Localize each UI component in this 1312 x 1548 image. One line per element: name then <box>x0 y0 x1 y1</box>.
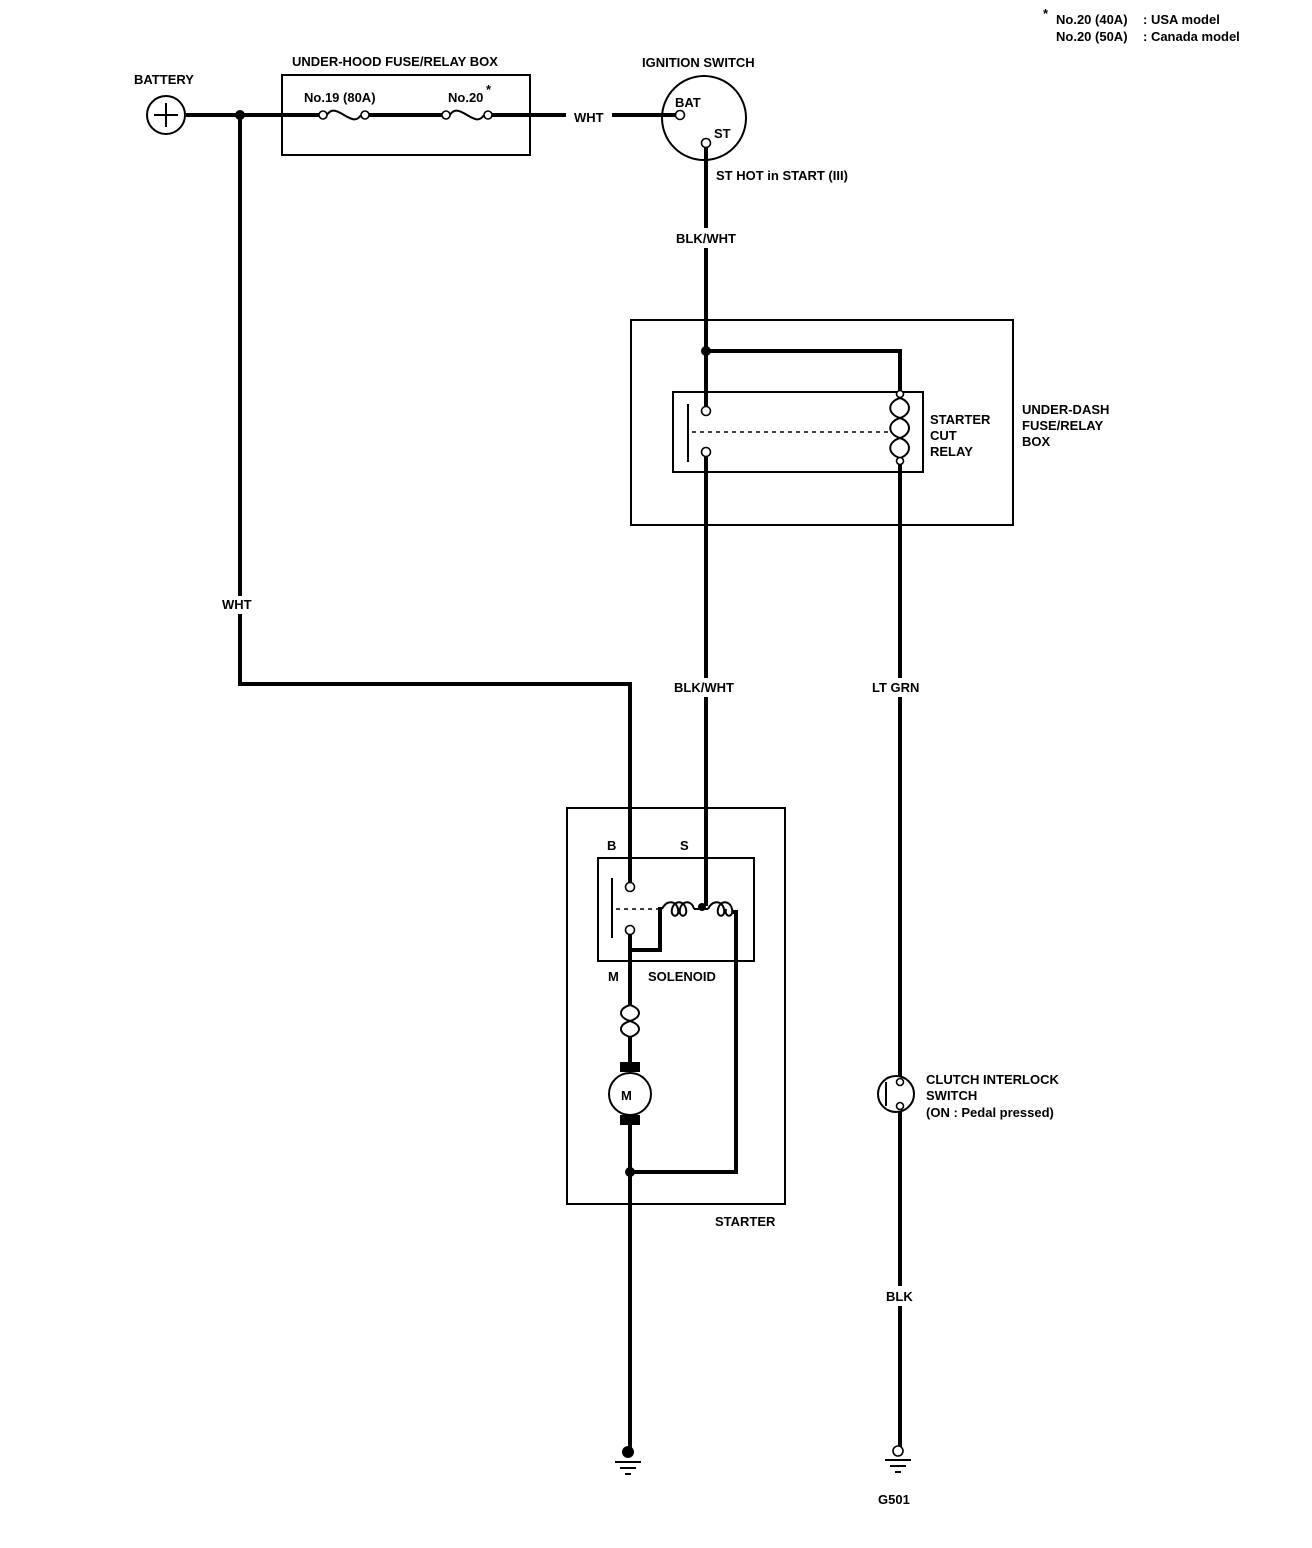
wires <box>186 110 902 1450</box>
ignition-bat-terminal <box>674 109 686 121</box>
relay-contact-lower <box>700 446 712 458</box>
ignition-switch-body <box>661 75 747 161</box>
solenoid-outline <box>597 857 755 962</box>
under-dash-label-2: FUSE/RELAY <box>1022 418 1103 433</box>
clutch-switch-label-3: (ON : Pedal pressed) <box>926 1105 1054 1120</box>
fuse-19-terminal <box>318 110 328 120</box>
ignition-st-label: ST <box>714 126 731 141</box>
model-notes: * No.20 (40A) : USA model No.20 (50A) : … <box>1043 6 1240 44</box>
solenoid-terminal-b <box>624 881 636 893</box>
field-coil <box>620 1004 640 1039</box>
wire-label-wht-left: WHT <box>222 597 252 612</box>
starter-ground-junction <box>625 1167 635 1177</box>
under-hood-fuse-box: UNDER-HOOD FUSE/RELAY BOX No.19 (80A) No… <box>281 54 531 156</box>
note-model-usa: : USA model <box>1143 12 1220 27</box>
clutch-switch-label-1: CLUTCH INTERLOCK <box>926 1072 1059 1087</box>
relay-outline <box>672 391 924 473</box>
wire-labels: WHT WHT BLK/WHT BLK/WHT LT GRN BLK <box>222 110 919 1304</box>
motor-brush-bottom <box>620 1115 640 1125</box>
starter-outline <box>566 807 786 1205</box>
motor-symbol: M <box>621 1088 632 1103</box>
ignition-switch: IGNITION SWITCH BAT ST ST HOT in START (… <box>642 55 848 183</box>
clutch-switch-contact-lower <box>895 1101 905 1111</box>
under-dash-label-1: UNDER-DASH <box>1022 402 1109 417</box>
solenoid-hold-in-coil <box>707 901 734 917</box>
note-model-canada: : Canada model <box>1143 29 1240 44</box>
battery: BATTERY <box>134 72 194 135</box>
fuse-20-symbol <box>449 109 485 121</box>
relay-coil <box>889 397 904 459</box>
starter: STARTER B S M SOLENOID M <box>566 807 786 1229</box>
wire-label-blk-wht-mid: BLK/WHT <box>674 680 734 695</box>
clutch-switch-label-2: SWITCH <box>926 1088 977 1103</box>
ground-label: G501 <box>878 1492 910 1507</box>
ignition-switch-label: IGNITION SWITCH <box>642 55 755 70</box>
ignition-st-terminal <box>700 137 712 149</box>
solenoid-label: SOLENOID <box>648 969 716 984</box>
fuse-20-terminal <box>441 110 451 120</box>
starter-terminal-s: S <box>680 838 689 853</box>
clutch-switch-body <box>877 1075 915 1113</box>
starter-cut-relay: STARTER CUT RELAY <box>672 389 991 473</box>
fuse-20-label: No.20 <box>448 90 483 105</box>
starter-label: STARTER <box>715 1214 776 1229</box>
under-hood-box-label: UNDER-HOOD FUSE/RELAY BOX <box>292 54 498 69</box>
starter-terminal-m: M <box>608 969 619 984</box>
starter-terminal-b: B <box>607 838 616 853</box>
clutch-switch-contact-upper <box>895 1077 905 1087</box>
clutch-interlock-switch: CLUTCH INTERLOCK SWITCH (ON : Pedal pres… <box>877 1072 1059 1120</box>
solenoid-pull-in-coil <box>661 901 695 917</box>
solenoid-terminal-m <box>624 924 636 936</box>
battery-label: BATTERY <box>134 72 194 87</box>
wire-label-lt-grn: LT GRN <box>872 680 919 695</box>
fuse-20-asterisk: * <box>486 82 492 97</box>
starter-ground-point <box>622 1446 634 1458</box>
battery-symbol <box>146 95 186 135</box>
fuse-19-label: No.19 (80A) <box>304 90 376 105</box>
starter-ground <box>615 1446 641 1475</box>
clutch-ground: G501 <box>878 1445 911 1507</box>
relay-contact-upper <box>700 405 712 417</box>
motor-brush-top <box>620 1062 640 1072</box>
fuse-19-symbol <box>326 109 362 121</box>
wire-label-wht-top: WHT <box>574 110 604 125</box>
under-dash-fuse-box: UNDER-DASH FUSE/RELAY BOX <box>630 319 1109 526</box>
note-fuse-usa: No.20 (40A) <box>1056 12 1128 27</box>
clutch-ground-point <box>892 1445 904 1457</box>
relay-name-1: STARTER <box>930 412 991 427</box>
note-asterisk: * <box>1043 6 1049 21</box>
relay-name-2: CUT <box>930 428 957 443</box>
wire-label-blk-wht-top: BLK/WHT <box>676 231 736 246</box>
ignition-note: ST HOT in START (III) <box>716 168 848 183</box>
ignition-bat-label: BAT <box>675 95 701 110</box>
relay-name-3: RELAY <box>930 444 973 459</box>
note-fuse-canada: No.20 (50A) <box>1056 29 1128 44</box>
wire-label-blk: BLK <box>886 1289 913 1304</box>
under-dash-box-outline <box>630 319 1014 526</box>
under-dash-label-3: BOX <box>1022 434 1051 449</box>
